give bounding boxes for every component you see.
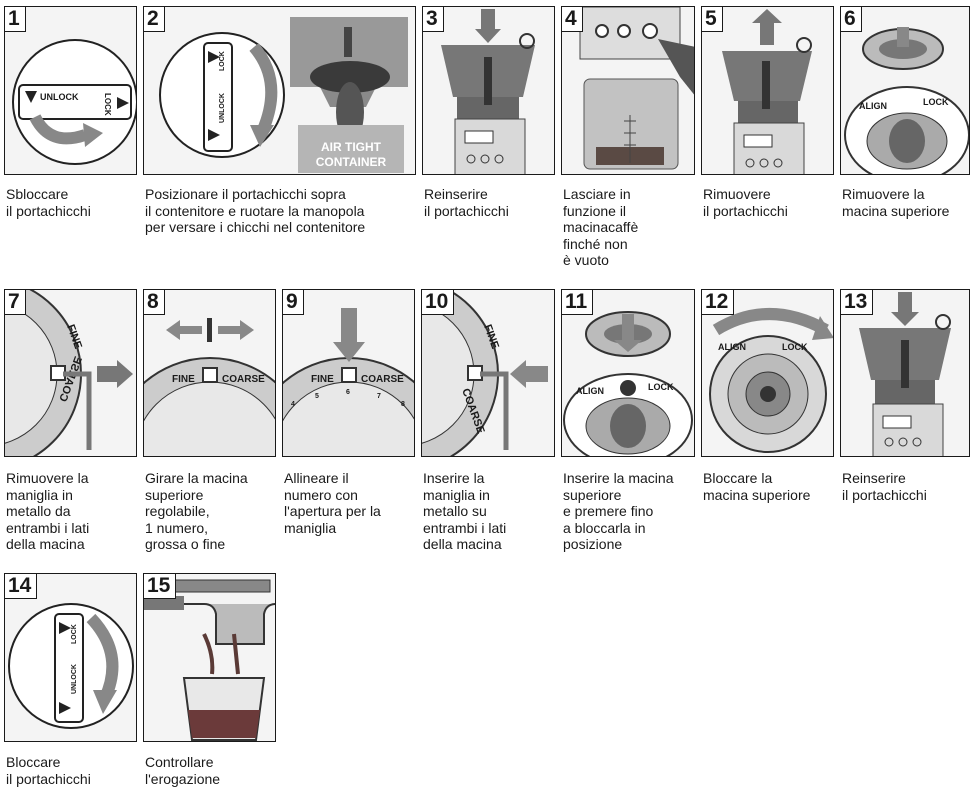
step-2-caption: Posizionare il portachicchi sopra il con… <box>145 186 366 235</box>
svg-text:6: 6 <box>346 389 350 396</box>
step-number: 8 <box>144 290 165 315</box>
svg-text:UNLOCK: UNLOCK <box>219 93 226 123</box>
step-13-caption: Reinserire il portachicchi <box>842 470 927 503</box>
step-number: 4 <box>562 7 583 32</box>
align-number-icon: FINE COARSE 4 5 6 7 8 <box>283 308 414 456</box>
remove-handle-icon: FINE COARSE <box>5 290 133 456</box>
step-number: 1 <box>5 7 26 32</box>
svg-text:LOCK: LOCK <box>648 382 674 392</box>
step-10-illustration: 10 FINE COARSE <box>421 289 555 457</box>
insert-upper-burr-icon: ALIGN LOCK <box>563 311 693 456</box>
step-number: 15 <box>144 574 177 599</box>
svg-text:ALIGN: ALIGN <box>859 101 887 111</box>
step-3-illustration: 3 <box>422 6 555 175</box>
svg-text:FINE: FINE <box>311 374 334 385</box>
svg-text:LOCK: LOCK <box>219 51 226 71</box>
svg-text:LOCK: LOCK <box>71 624 78 644</box>
svg-text:7: 7 <box>377 393 381 400</box>
step-number: 7 <box>5 290 26 315</box>
svg-text:ALIGN: ALIGN <box>718 342 746 352</box>
step-11-illustration: 11 ALIGN LOCK <box>561 289 695 457</box>
grinder-running-icon <box>579 7 694 170</box>
step-7-illustration: 7 FINE COARSE <box>4 289 137 457</box>
svg-text:LOCK: LOCK <box>923 97 949 107</box>
step-6-caption: Rimuovere la macina superiore <box>842 186 950 219</box>
step-14-caption: Bloccare il portachicchi <box>6 754 91 787</box>
insert-handle-icon: FINE COARSE <box>422 290 548 456</box>
step-9-illustration: 9 FINE COARSE 4 5 6 7 8 <box>282 289 415 457</box>
step-12-caption: Bloccare la macina superiore <box>703 470 811 503</box>
step-12-illustration: 12 ALIGN LOCK <box>701 289 834 457</box>
svg-text:LOCK: LOCK <box>782 342 808 352</box>
step-number: 11 <box>562 290 594 315</box>
step-5-caption: Rimuovere il portachicchi <box>703 186 788 219</box>
step-number: 6 <box>841 7 862 32</box>
step-number: 5 <box>702 7 723 32</box>
svg-text:LOCK: LOCK <box>103 93 112 116</box>
svg-text:8: 8 <box>401 401 405 408</box>
step-number: 14 <box>5 574 38 599</box>
lock-upper-burr-icon: ALIGN LOCK <box>709 308 833 453</box>
step-13-illustration: 13 <box>840 289 970 457</box>
step-2-illustration: 2 LOCK UNLOCK AIR TIGHT CONTAINER <box>143 6 416 175</box>
step-number: 13 <box>841 290 874 315</box>
step-5-illustration: 5 <box>701 6 834 175</box>
step-1-caption: Sbloccare il portachicchi <box>6 186 91 219</box>
step-9-caption: Allineare il numero con l'apertura per l… <box>284 470 381 536</box>
step-15-illustration: 15 <box>143 573 276 742</box>
lock-hopper-dial-icon: LOCK UNLOCK <box>8 603 134 729</box>
step-number: 3 <box>423 7 444 32</box>
step-15-caption: Controllare l'erogazione <box>145 754 221 787</box>
pour-beans-icon: LOCK UNLOCK AIR TIGHT CONTAINER <box>159 17 408 173</box>
step-number: 9 <box>283 290 304 315</box>
step-8-caption: Girare la macina superiore regolabile, 1… <box>145 470 248 552</box>
svg-text:5: 5 <box>315 393 319 400</box>
svg-text:UNLOCK: UNLOCK <box>71 664 78 694</box>
remove-upper-burr-icon: ALIGN LOCK <box>844 27 969 174</box>
step-4-illustration: 4 <box>561 6 695 175</box>
grinder-hopper-remove-icon <box>722 9 812 174</box>
svg-text:ALIGN: ALIGN <box>576 386 604 396</box>
bean-hopper-dial-icon: UNLOCK LOCK <box>12 39 136 165</box>
step-number: 10 <box>422 290 455 315</box>
step-4-caption: Lasciare in funzione il macinacaffè finc… <box>563 186 639 268</box>
svg-text:AIR TIGHT: AIR TIGHT <box>321 140 382 154</box>
svg-text:FINE: FINE <box>172 374 195 385</box>
adjust-burr-icon: FINE COARSE <box>144 318 275 456</box>
step-7-caption: Rimuovere la maniglia in metallo da entr… <box>6 470 90 552</box>
svg-text:CONTAINER: CONTAINER <box>316 155 387 169</box>
espresso-extraction-icon <box>144 579 275 741</box>
step-6-illustration: 6 ALIGN LOCK <box>840 6 970 175</box>
step-number: 2 <box>144 7 165 32</box>
step-11-caption: Inserire la macina superiore e premere f… <box>563 470 674 552</box>
step-3-caption: Reinserire il portachicchi <box>424 186 509 219</box>
step-1-illustration: 1 UNLOCK LOCK <box>4 6 137 175</box>
step-number: 12 <box>702 290 735 315</box>
svg-text:UNLOCK: UNLOCK <box>40 92 79 102</box>
svg-text:COARSE: COARSE <box>222 374 265 385</box>
grinder-hopper-reinsert-icon <box>859 292 951 456</box>
step-10-caption: Inserire la maniglia in metallo su entra… <box>423 470 507 552</box>
step-14-illustration: 14 LOCK UNLOCK <box>4 573 137 742</box>
grinder-hopper-insert-icon <box>441 9 535 174</box>
svg-text:4: 4 <box>291 401 295 408</box>
step-8-illustration: 8 FINE COARSE <box>143 289 276 457</box>
svg-text:COARSE: COARSE <box>361 374 404 385</box>
